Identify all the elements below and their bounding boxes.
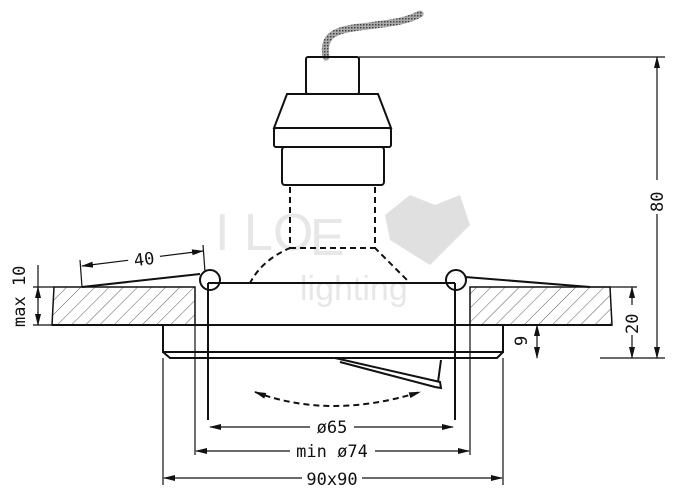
svg-text:I LO: I LO — [215, 204, 313, 262]
dim-trim-size: 90x90 — [163, 467, 503, 490]
lamp-outline-hidden — [249, 187, 291, 284]
dim-total-height: 80 — [359, 56, 668, 359]
cable — [321, 10, 424, 61]
ceiling-left — [51, 286, 196, 326]
dim-label-40: 40 — [133, 249, 156, 271]
dim-min-hole: min ø74 — [195, 440, 470, 462]
dim-label-80: 80 — [648, 192, 668, 212]
dim-cutout: ø65 — [209, 416, 454, 438]
svg-text:E: E — [310, 209, 345, 267]
lamp-socket — [272, 56, 393, 186]
dim-trim-height: 9 — [512, 324, 540, 359]
dim-label-max10: max 10 — [10, 266, 30, 327]
dim-label-74: min ø74 — [296, 442, 368, 462]
dim-recess-depth: 20 — [590, 286, 643, 359]
fixture-body — [81, 269, 591, 485]
ceiling-right — [469, 286, 613, 326]
dim-clip-length: 40 — [79, 244, 206, 288]
dim-label-20: 20 — [623, 314, 643, 334]
dim-label-65: ø65 — [317, 418, 348, 438]
svg-text:lighting: lighting — [300, 270, 408, 308]
dim-label-9: 9 — [512, 336, 532, 346]
dim-label-90x90: 90x90 — [306, 470, 357, 490]
watermark-logo: I LO E lighting — [215, 195, 470, 308]
dim-ceiling-thickness: max 10 — [10, 265, 54, 327]
